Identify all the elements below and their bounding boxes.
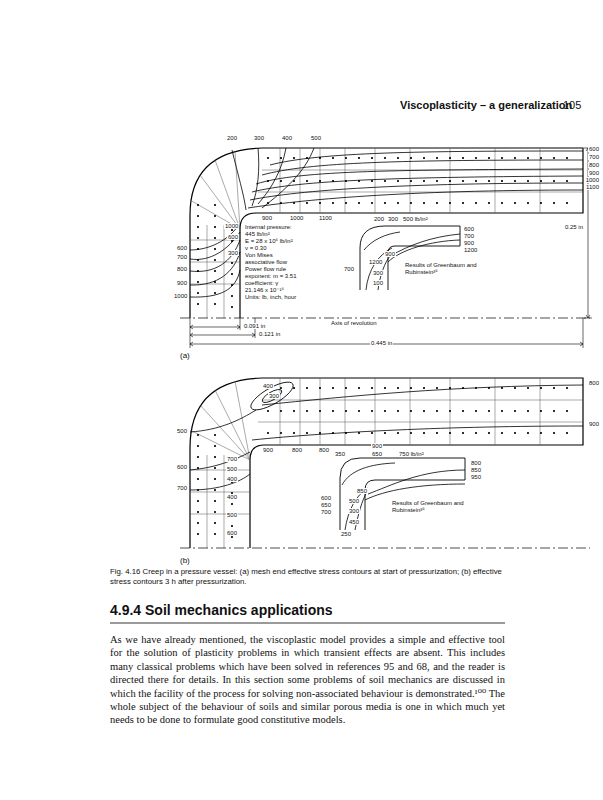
contour-value: 900 <box>384 251 396 257</box>
body-paragraph: As we have already mentioned, the viscop… <box>110 633 505 727</box>
contour-value: 100 <box>372 280 384 286</box>
contour-value: 700 <box>320 509 332 515</box>
contour-value: 850 <box>356 488 368 494</box>
contour-value: 300 <box>268 393 280 399</box>
stress-contours <box>190 148 583 530</box>
contour-value: 500 <box>348 498 360 504</box>
parameter-note: associative flow <box>245 259 287 265</box>
contour-value: 900 <box>463 240 475 246</box>
contour-value: 800 <box>176 266 188 272</box>
parameter-note: Power flow rule <box>245 266 286 272</box>
contour-value: 700 <box>226 456 238 462</box>
contour-value: 300 <box>348 508 360 514</box>
contour-value: 800 <box>291 447 303 453</box>
contour-value: 800 <box>588 162 600 168</box>
contour-value: 700 <box>343 266 355 272</box>
mesh <box>190 148 583 548</box>
parameter-note: coefficient: γ <box>245 280 278 286</box>
parameter-note: 21.146 x 10⁻¹⁶ <box>245 287 284 293</box>
inset-outline <box>360 226 460 290</box>
axis-line <box>180 318 590 548</box>
contour-value: 1100 <box>318 215 333 221</box>
page-number: 105 <box>563 100 581 111</box>
contour-value: 1100 <box>585 184 600 190</box>
reference-note: Results of Greenbaum and Rubinstein³⁵ <box>405 262 477 276</box>
contour-value: 800 <box>588 380 600 386</box>
contour-value: 600 <box>463 226 475 232</box>
contour-value: 400 <box>281 135 293 141</box>
contour-value: 200 <box>373 216 385 222</box>
contour-value: 900 <box>261 215 273 221</box>
contour-value: 900 <box>588 170 600 176</box>
contour-value: 1000 <box>289 215 304 221</box>
dimension: 0.091 in <box>243 323 266 329</box>
contour-value: 650 <box>371 451 383 457</box>
contour-value: 700 <box>176 485 188 491</box>
dimension: 0.121 in <box>258 331 281 337</box>
vessel-outline <box>190 148 583 318</box>
contour-value: 700 <box>588 154 600 160</box>
contour-value: 950 <box>470 474 482 480</box>
contour-value: 400 <box>226 494 238 500</box>
contour-value: 400 <box>226 476 238 482</box>
contour-value: 800 <box>318 447 330 453</box>
contour-value: 900 <box>176 280 188 286</box>
contour-value: 250 <box>340 531 352 537</box>
contour-value: 300 <box>227 250 239 256</box>
contour-value: 600 <box>588 146 600 152</box>
contour-value: 1200 <box>463 247 478 253</box>
parameter-note: exponent: m = 3.51 <box>245 273 297 279</box>
reference-note: Results of Greenbaum and Rubinstein³⁵ <box>392 500 464 514</box>
contour-value: 900 <box>262 447 274 453</box>
contour-value: 750 lb/in² <box>398 451 425 457</box>
contour-value: 700 <box>176 254 188 260</box>
contour-value: 1000 <box>224 223 239 229</box>
contour-value: 600 <box>226 530 238 536</box>
inset-outline <box>340 458 465 530</box>
vessel-outline <box>190 378 583 548</box>
contour-value: 400 <box>262 383 274 389</box>
contour-value: 700 <box>463 233 475 239</box>
contour-value: 650 <box>320 502 332 508</box>
contour-value: 300 <box>372 270 384 276</box>
contour-value: 600 <box>176 245 188 251</box>
contour-value: 600 <box>320 495 332 501</box>
contour-value: 500 <box>310 135 322 141</box>
panel-label: (a) <box>180 352 190 360</box>
parameter-note: 445 lb/in² <box>245 231 270 237</box>
figure-caption: Fig. 4.16 Creep in a pressure vessel: (a… <box>110 567 505 587</box>
parameter-note: Von Mises <box>245 252 273 258</box>
parameter-note: Units: lb, inch, hour <box>245 294 296 300</box>
contour-value: 850 <box>470 467 482 473</box>
contour-value: 1200 <box>368 259 383 265</box>
dimension-lines <box>190 148 592 348</box>
dimension: 0.445 in <box>370 340 393 346</box>
contour-value: 900 <box>371 443 383 449</box>
parameter-note: Internal pressure: <box>245 224 292 230</box>
section-heading: 4.9.4 Soil mechanics applications <box>110 603 333 617</box>
dimension: 0.25 in <box>564 224 584 230</box>
parameter-note: E = 28 x 10⁶ lb/in² <box>245 238 293 244</box>
contour-value: 800 <box>470 460 482 466</box>
axis-label: Axis of revolution <box>330 320 378 326</box>
section-rule <box>110 623 505 624</box>
contour-value: 900 <box>588 421 600 427</box>
running-head: Viscoplasticity – a generalization <box>400 100 572 111</box>
contour-value: 500 <box>226 512 238 518</box>
contour-value: 600 <box>227 234 239 240</box>
parameter-note: ν = 0.30 <box>245 245 267 251</box>
contour-value: 1000 <box>173 293 188 299</box>
contour-value: 300 <box>387 216 399 222</box>
mesh-nodes <box>198 158 580 545</box>
contour-value: 600 <box>176 464 188 470</box>
contour-value: 500 <box>226 466 238 472</box>
contour-value: 1000 <box>585 177 600 183</box>
contour-value: 500 <box>176 428 188 434</box>
contour-value: 350 <box>334 451 346 457</box>
contour-value: 300 <box>253 135 265 141</box>
contour-value: 500 lb/in² <box>402 216 429 222</box>
contour-value: 450 <box>348 519 360 525</box>
panel-label: (b) <box>180 557 190 565</box>
contour-value: 200 <box>226 135 238 141</box>
